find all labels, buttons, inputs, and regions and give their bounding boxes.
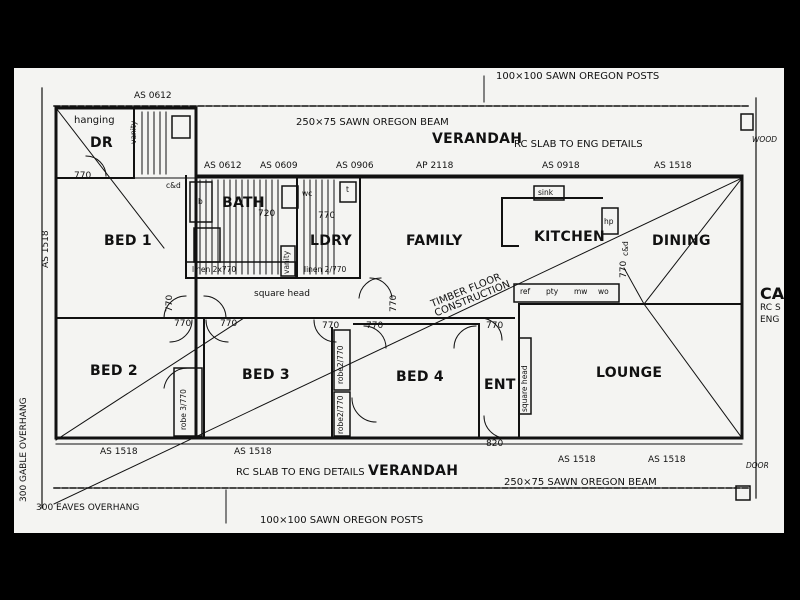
hanging-label: hanging	[74, 115, 115, 126]
window-label: AS 1518	[41, 230, 51, 268]
bath-fixture-label: b	[198, 197, 203, 206]
door-size-label: 770	[486, 321, 504, 331]
post-bottom-right	[735, 485, 751, 501]
ref-label: ref	[520, 287, 531, 296]
wc-label: wc	[302, 189, 313, 198]
ldry-trough-box	[339, 181, 357, 203]
room-label-wir: DR	[90, 135, 114, 151]
robe-bed4-box	[333, 391, 351, 437]
vanity-label-ens: vanity	[129, 120, 138, 144]
window-label: AS 0612	[134, 91, 172, 101]
robe-label-bed4: robe2/770	[336, 395, 345, 435]
eaves-overhang-note: 300 EAVES OVERHANG	[36, 503, 140, 513]
room-label-bed2: BED 2	[90, 363, 138, 379]
linen-box	[185, 261, 297, 279]
outer-wall-main	[194, 174, 744, 440]
outer-wall-left-wing	[54, 106, 198, 440]
wc-ens-box	[171, 115, 191, 139]
vanity-bath-box	[280, 245, 296, 277]
window-label: AS 1518	[654, 161, 692, 171]
window-label: AS 0612	[204, 161, 242, 171]
room-label-lounge: LOUNGE	[596, 365, 663, 381]
cd2-label: c&d	[621, 241, 630, 256]
door-size-label: 770	[165, 294, 175, 312]
floor-plan-drawing	[41, 75, 757, 524]
door-swings	[85, 155, 507, 439]
wood-partial-label: WOOD	[752, 135, 777, 144]
mw-label: mw	[574, 287, 588, 296]
door-size-label: 770	[318, 211, 336, 221]
window-label: AS 0609	[260, 161, 298, 171]
rc-partial-label: RC S	[760, 303, 781, 313]
door-size-label: 770	[174, 319, 192, 329]
vanity-label-bath: vanity	[282, 250, 291, 274]
pty-label: pty	[546, 287, 559, 296]
window-label: AS 0918	[542, 161, 580, 171]
door-size-label: 770	[322, 321, 340, 331]
room-label-bed4: BED 4	[396, 369, 444, 385]
hp-box	[601, 207, 619, 235]
room-label-bed3: BED 3	[242, 367, 290, 383]
window-label: AS 1518	[234, 447, 272, 457]
wo-label: wo	[598, 287, 609, 296]
verandah-label-top: VERANDAH	[432, 131, 523, 147]
pantry-box	[513, 283, 620, 303]
door-size-label: 770	[389, 294, 399, 312]
door-size-label: 770	[366, 321, 384, 331]
room-label-ldry: LDRY	[310, 233, 352, 249]
wet-area-hatching	[141, 111, 335, 275]
room-label-family: FAMILY	[406, 233, 463, 249]
rc-slab-note-bottom: RC SLAB TO ENG DETAILS	[236, 467, 365, 478]
posts-note-bottom: 100×100 SAWN OREGON POSTS	[260, 515, 424, 526]
shower-box	[193, 227, 221, 263]
roof-lines	[53, 107, 743, 505]
room-label-ent: ENT	[484, 377, 516, 393]
beam-note-bottom: 250×75 SAWN OREGON BEAM	[504, 477, 657, 488]
posts-note-top: 100×100 SAWN OREGON POSTS	[496, 71, 660, 82]
wc-bath-box	[281, 185, 299, 209]
sink-box	[533, 185, 565, 201]
gable-overhang-note: 300 GABLE OVERHANG	[19, 397, 29, 502]
beam-note-top: 250×75 SAWN OREGON BEAM	[296, 117, 449, 128]
linen-label-a: linen 2x770	[192, 265, 237, 274]
robe-bed3-box	[333, 329, 351, 391]
room-label-bed1: BED 1	[104, 233, 152, 249]
window-label: AP 2118	[416, 161, 454, 171]
verandah-label-bottom: VERANDAH	[368, 463, 459, 479]
hp-label: hp	[604, 217, 614, 226]
window-label: AS 1518	[648, 455, 686, 465]
robe-label-bed3: robe2/770	[336, 345, 345, 385]
window-label: AS 0906	[336, 161, 374, 171]
sink-label: sink	[538, 188, 554, 197]
door-size-label: 770	[619, 260, 629, 278]
room-label-kitchen: KITCHEN	[534, 229, 605, 245]
window-label: AS 1518	[100, 447, 138, 457]
trough-label: t	[346, 185, 349, 194]
post-top-right	[740, 113, 754, 131]
rc-slab-note-top: RC SLAB TO ENG DETAILS	[514, 139, 643, 150]
eng-partial-label: ENG	[760, 315, 780, 325]
robe-label-bed2: robe 3/770	[179, 389, 188, 430]
door-partial-label: DOOR	[746, 461, 769, 470]
door-size-label: 770	[220, 319, 238, 329]
window-label: AS 1518	[558, 455, 596, 465]
door-size-label: 820	[486, 439, 504, 449]
square-head-label: square head	[254, 289, 310, 299]
room-label-bath: BATH	[222, 195, 265, 211]
car-partial-label: CAR	[760, 284, 784, 303]
plan-sheet: 100×100 SAWN OREGON POSTS 250×75 SAWN OR…	[14, 68, 784, 533]
square-head-ent-label: square head	[520, 365, 529, 412]
door-size-label: 770	[74, 171, 92, 181]
room-label-dining: DINING	[652, 233, 711, 249]
linen-label-b: linen 2/770	[304, 265, 347, 274]
door-size-label: 720	[258, 209, 276, 219]
cd-label: c&d	[166, 181, 181, 190]
ent-cupboard-box	[518, 337, 532, 415]
